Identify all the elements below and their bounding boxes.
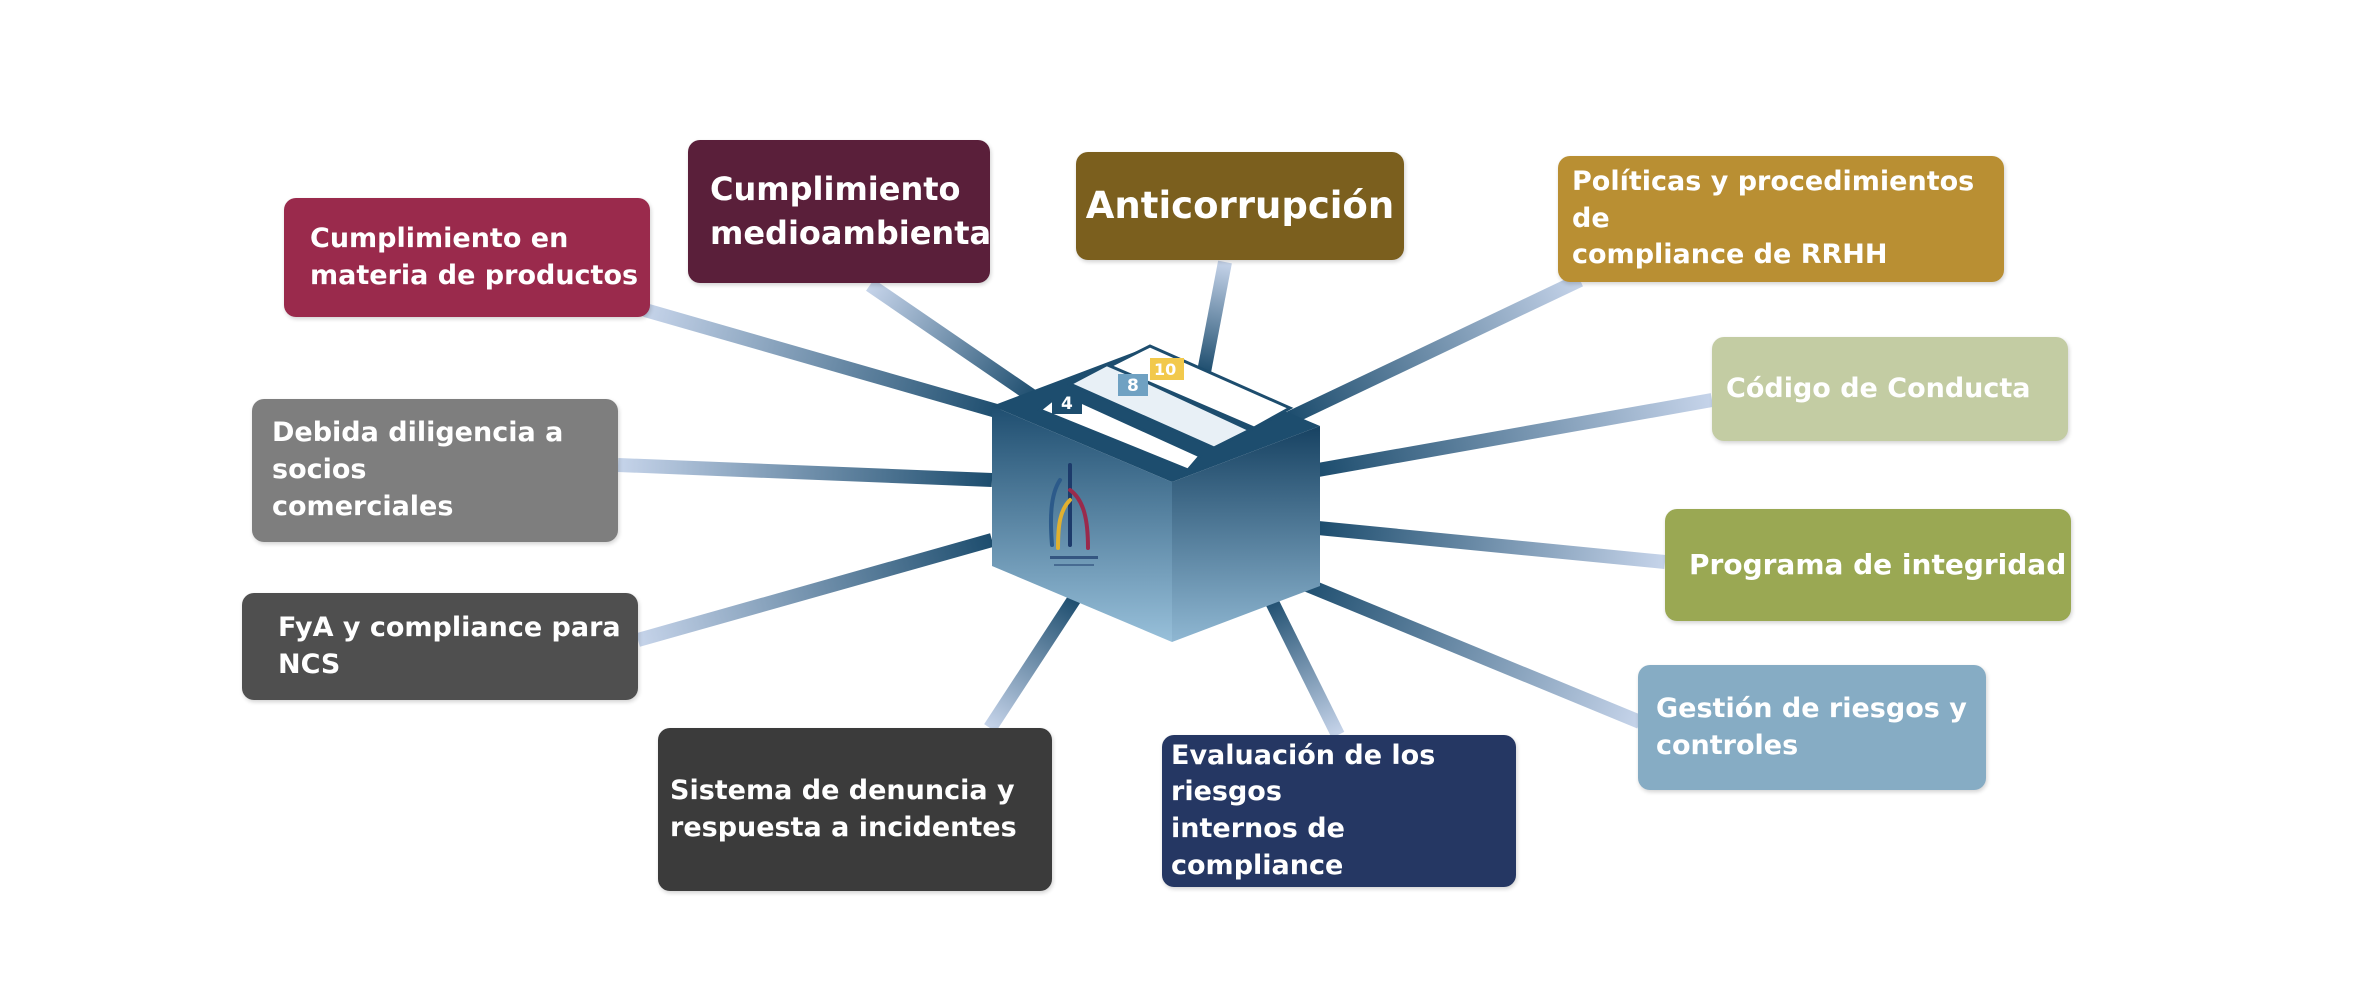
connector-rrhh: [1286, 273, 1584, 425]
box-front: [992, 406, 1172, 642]
node-label: Cumplimiento en materia de productos: [310, 222, 639, 291]
node-socios: Debida diligencia a socios comerciales: [252, 399, 618, 542]
node-medioambiental: Cumplimiento medioambiental: [688, 140, 1002, 283]
connector-productos: [643, 303, 1002, 419]
connector-ncs: [636, 533, 994, 647]
file-box-icon: 4 8 10: [992, 344, 1320, 642]
node-conducta: Código de Conducta: [1712, 337, 2068, 441]
tab-4-box: [1052, 392, 1082, 414]
node-integridad: Programa de integridad: [1665, 509, 2071, 621]
logo-caption: [1050, 556, 1098, 559]
node-label: FyA y compliance para NCS: [278, 611, 621, 680]
box-side: [1172, 426, 1320, 642]
connector-integridad: [1317, 521, 1666, 569]
tab-8-box: [1118, 374, 1148, 396]
connector-medioambiental: [866, 279, 1039, 404]
node-anticorrupcion: Anticorrupción: [1076, 152, 1404, 260]
node-label: Debida diligencia a socios comerciales: [272, 417, 564, 522]
connector-denuncia: [984, 594, 1081, 732]
connector-riesgos: [1297, 575, 1643, 729]
tab-label-10: 10: [1154, 360, 1176, 379]
node-label: Políticas y procedimientos de compliance…: [1572, 165, 1975, 271]
node-evaluacion: Evaluación de los riesgos internos de co…: [1162, 735, 1516, 887]
node-label: Cumplimiento medioambiental: [710, 169, 1003, 252]
connector-anticorrupcion: [1197, 260, 1232, 374]
logo-stroke: [1068, 488, 1090, 550]
logo-emblem: [1048, 463, 1090, 550]
node-ncs: FyA y compliance para NCS: [242, 593, 638, 700]
node-label: Programa de integridad: [1689, 547, 2067, 581]
tab-10-box: [1150, 358, 1184, 380]
node-rrhh: Políticas y procedimientos de compliance…: [1558, 156, 2004, 282]
node-label: Sistema de denuncia y respuesta a incide…: [670, 774, 1017, 843]
connector-evaluacion: [1263, 594, 1345, 739]
node-label: Código de Conducta: [1726, 372, 2031, 404]
logo-caption: [1054, 564, 1094, 566]
connector-conducta: [1316, 393, 1714, 477]
logo-stroke: [1056, 498, 1072, 550]
tab-label-8: 8: [1127, 376, 1139, 396]
node-label: Evaluación de los riesgos internos de co…: [1171, 739, 1436, 881]
node-riesgos: Gestión de riesgos y controles: [1638, 665, 1986, 790]
logo-stroke: [1048, 478, 1062, 547]
node-productos: Cumplimiento en materia de productos: [284, 198, 650, 317]
node-denuncia: Sistema de denuncia y respuesta a incide…: [658, 728, 1052, 891]
node-label: Gestión de riesgos y controles: [1656, 692, 1967, 761]
connector-socios: [617, 458, 993, 487]
file-folder: [1066, 362, 1254, 450]
node-label: Anticorrupción: [1085, 183, 1395, 227]
tab-label-4: 4: [1061, 394, 1073, 414]
